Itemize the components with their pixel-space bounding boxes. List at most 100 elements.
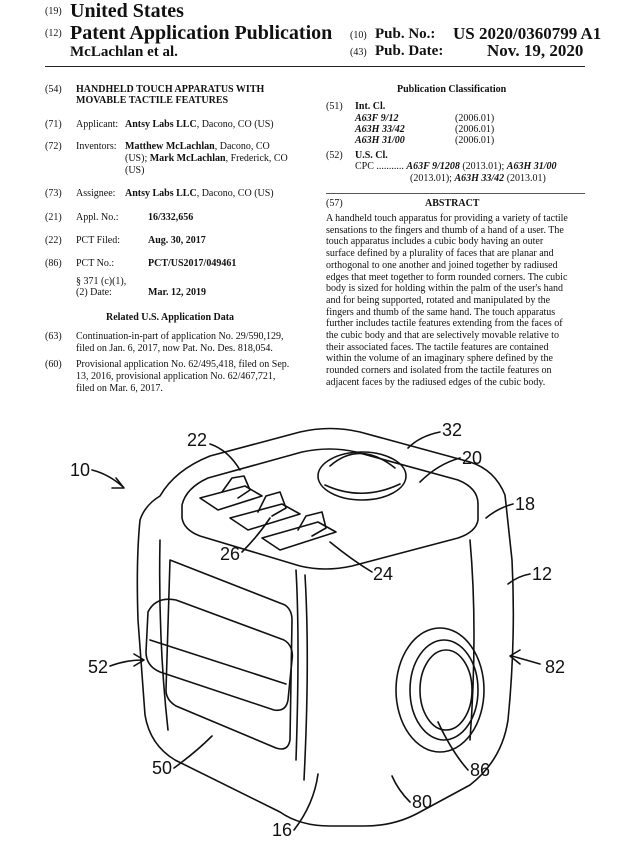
front-face-recess — [165, 559, 293, 750]
ref-32: 32 — [442, 420, 462, 440]
leader-24 — [329, 541, 373, 573]
ref-24: 24 — [373, 564, 393, 584]
cpc-3-date: (2013.01) — [504, 173, 546, 184]
applicant: Antsy Labs LLC, Dacono, CO (US) — [125, 119, 274, 131]
leader-52 — [109, 659, 143, 667]
related-data-title: Related U.S. Application Data — [106, 312, 235, 323]
pub-date: Nov. 19, 2020 — [487, 41, 584, 60]
abstract-text: A handheld touch apparatus for providing… — [326, 213, 585, 389]
cpc-1: A63F 9/1208 — [406, 161, 460, 172]
ref-16: 16 — [272, 820, 292, 840]
inventors-label: Inventors: — [76, 141, 117, 152]
appl-no: 16/332,656 — [148, 212, 194, 223]
abstract-line: within the volume of an imaginary sphere… — [326, 353, 553, 365]
left-edge — [158, 539, 169, 731]
abstract-line: adjacent faces by the radiused edges of … — [326, 376, 546, 388]
inid-63: (63) — [45, 331, 62, 342]
inid-12: (12) — [45, 28, 62, 39]
abstract-line: touch apparatus includes a cubic body ha… — [326, 236, 544, 248]
inventor-line-2: (US); Mark McLachlan, Frederick, CO — [125, 153, 288, 165]
joystick-inner — [409, 639, 479, 741]
pct-no-label: PCT No.: — [76, 258, 115, 269]
leader-10 — [91, 469, 123, 487]
switch-toggle-2 — [257, 491, 287, 517]
abstract-line: A handheld touch apparatus for providing… — [326, 213, 568, 224]
joystick-outer — [395, 627, 485, 753]
joystick-core — [419, 649, 473, 731]
switch-toggle-3 — [297, 511, 327, 537]
sphere-button — [317, 451, 407, 501]
pct-no: PCT/US2017/049461 — [148, 258, 237, 269]
int-cl-1-date: (2006.01) — [455, 113, 495, 124]
provisional-line-1: Provisional application No. 62/495,418, … — [76, 359, 290, 370]
leader-32 — [407, 431, 441, 449]
switch-slot-2 — [229, 503, 301, 531]
inid-52: (52) — [326, 150, 343, 161]
ref-18: 18 — [515, 494, 535, 514]
inventor-line-1: Matthew McLachlan, Dacono, CO — [125, 141, 270, 153]
abstract-line: body is sized for holding within the pal… — [326, 283, 564, 295]
publication-type: Patent Application Publication — [70, 22, 333, 44]
int-cl-2-date: (2006.01) — [455, 124, 495, 135]
cpc-line-1: CPC ........... A63F 9/1208 (2013.01); A… — [355, 161, 557, 173]
country: United States — [70, 0, 184, 22]
top-face — [181, 448, 479, 570]
inid-10: (10) — [350, 30, 367, 41]
right-edge — [469, 539, 475, 741]
title-line-1: HANDHELD TOUCH APPARATUS WITH — [76, 84, 265, 95]
ref-86: 86 — [470, 760, 490, 780]
inid-22: (22) — [45, 235, 62, 246]
provisional-line-2: 13, 2016, provisional application No. 62… — [76, 371, 276, 382]
inid-60: (60) — [45, 359, 62, 370]
inid-19: (19) — [45, 6, 62, 17]
s371-line-2: (2) Date: — [76, 287, 112, 298]
cpc-line-2: (2013.01); A63H 33/42 (2013.01) — [410, 173, 546, 185]
s371-date: Mar. 12, 2019 — [148, 287, 206, 298]
int-cl-2: A63H 33/42 — [355, 124, 405, 135]
arrow-82 — [509, 649, 521, 665]
assignee-name: Antsy Labs LLC — [125, 188, 197, 199]
applicant-label: Applicant: — [76, 119, 119, 130]
continuation-line-1: Continuation-in-part of application No. … — [76, 331, 284, 342]
abstract-line: surface defined by a plurality of faces … — [326, 248, 554, 260]
int-cl-3: A63H 31/00 — [355, 135, 405, 146]
leader-12 — [507, 573, 531, 585]
abstract-line: and for being supported, rotated and man… — [326, 294, 551, 306]
inventor-1-name: Matthew McLachlan — [125, 141, 215, 152]
arrow-52 — [133, 653, 145, 667]
switch-slot-1 — [199, 485, 263, 511]
abstract-line: fingers and thumb of the same hand. The … — [326, 306, 556, 318]
leader-26 — [241, 517, 271, 553]
leader-22 — [209, 443, 241, 471]
ref-80: 80 — [412, 792, 432, 812]
inventor-2-name: Mark McLachlan — [149, 153, 226, 164]
pub-no-label: Pub. No.: — [375, 26, 436, 42]
cpc-1-date: (2013.01); — [459, 161, 507, 172]
switch-toggle-1 — [221, 475, 251, 499]
int-cl-label: Int. Cl. — [355, 101, 386, 112]
leader-20 — [419, 457, 461, 483]
pct-filed-label: PCT Filed: — [76, 235, 120, 246]
ref-12: 12 — [532, 564, 552, 584]
ref-52: 52 — [88, 657, 108, 677]
leader-50 — [173, 735, 213, 769]
leader-18 — [485, 503, 514, 519]
inventor-1-location: , Dacono, CO — [214, 141, 270, 152]
rocker-switch — [145, 598, 294, 712]
appl-no-label: Appl. No.: — [76, 212, 119, 223]
abstract-line: sensations to the fingers and thumb of a… — [326, 224, 564, 236]
pub-number: US 2020/0360799 A1 — [453, 24, 602, 43]
front-edge-inner — [303, 574, 309, 781]
pub-class-title: Publication Classification — [397, 84, 507, 95]
ref-82: 82 — [545, 657, 565, 677]
inid-51: (51) — [326, 101, 343, 112]
inventor-line-3: (US) — [125, 165, 145, 176]
rocker-ridge — [149, 639, 287, 685]
cpc-2: A63H 31/00 — [506, 161, 557, 172]
ref-20: 20 — [462, 448, 482, 468]
patent-figure-cube: 10 22 32 20 18 26 24 12 52 82 50 86 80 1… — [70, 420, 565, 840]
header-rule — [45, 66, 585, 67]
assignee-location: , Dacono, CO (US) — [196, 188, 274, 199]
abstract-line: the cubic body and that are selectively … — [326, 330, 559, 342]
inid-73: (73) — [45, 188, 62, 199]
